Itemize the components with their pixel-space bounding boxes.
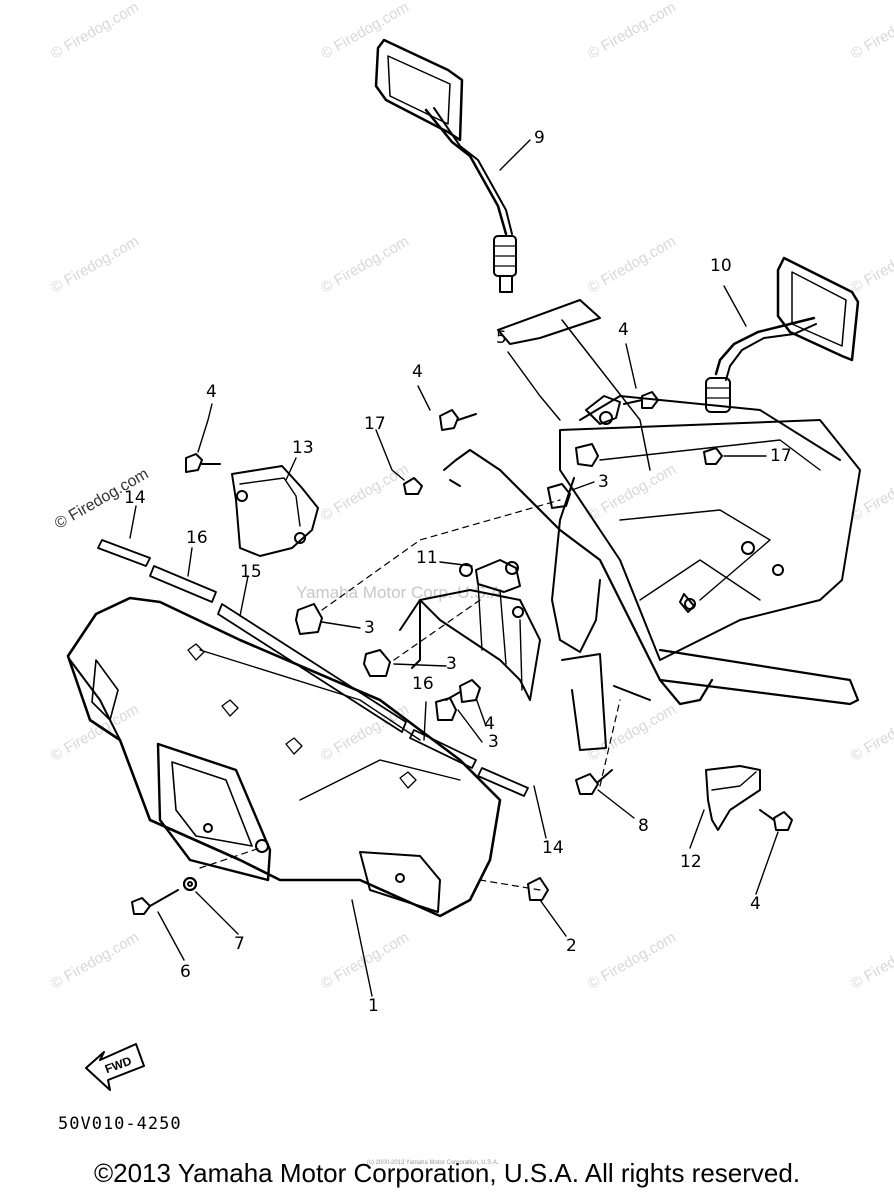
leader-lines (129, 139, 779, 997)
callout-14: 14 (124, 488, 146, 508)
watermark-center: Yamaha Motor Corp. U.S.A. (296, 583, 507, 602)
callout-3: 3 (598, 472, 609, 492)
callout-1: 1 (368, 996, 379, 1016)
stay-frame (443, 299, 861, 751)
mirror-left (374, 38, 517, 293)
callout-13: 13 (292, 438, 314, 458)
callout-3: 3 (488, 732, 499, 752)
callout-2: 2 (566, 936, 577, 956)
callout-15: 15 (240, 562, 262, 582)
callout-4: 4 (618, 320, 629, 340)
callout-16: 16 (412, 674, 434, 694)
callout-8: 8 (638, 816, 649, 836)
bracket (399, 559, 541, 701)
seal-strips (97, 539, 529, 797)
callout-12: 12 (680, 852, 702, 872)
callout-4: 4 (412, 362, 423, 382)
mirror-right (705, 256, 860, 413)
callout-4: 4 (484, 714, 495, 734)
callout-7: 7 (234, 934, 245, 954)
callout-14: 14 (542, 838, 564, 858)
callout-4: 4 (750, 894, 761, 914)
callout-3: 3 (446, 654, 457, 674)
cover-small (231, 465, 319, 557)
callout-9: 9 (534, 128, 545, 148)
bolts (131, 391, 793, 915)
fwd-arrow-icon (85, 1043, 145, 1091)
callout-4: 4 (206, 382, 217, 402)
callout-17: 17 (770, 446, 792, 466)
nut-2 (527, 877, 549, 901)
callout-5: 5 (496, 328, 507, 348)
callout-11: 11 (416, 548, 438, 568)
callout-10: 10 (710, 256, 732, 276)
main-cowling (66, 596, 502, 918)
bracket-small (705, 765, 761, 831)
assembly-lines (199, 499, 621, 891)
tiny-copyright: (c) 2000-2013 Yamaha Motor Corporation, … (367, 1160, 499, 1166)
callout-17: 17 (364, 414, 386, 434)
washer (183, 877, 197, 891)
diagram-code: 50V010-4250 (58, 1114, 182, 1134)
nuts (295, 443, 599, 721)
callout-3: 3 (364, 618, 375, 638)
callout-16: 16 (186, 528, 208, 548)
callout-6: 6 (180, 962, 191, 982)
copyright-notice: ©2013 Yamaha Motor Corporation, U.S.A. A… (93, 1158, 801, 1188)
